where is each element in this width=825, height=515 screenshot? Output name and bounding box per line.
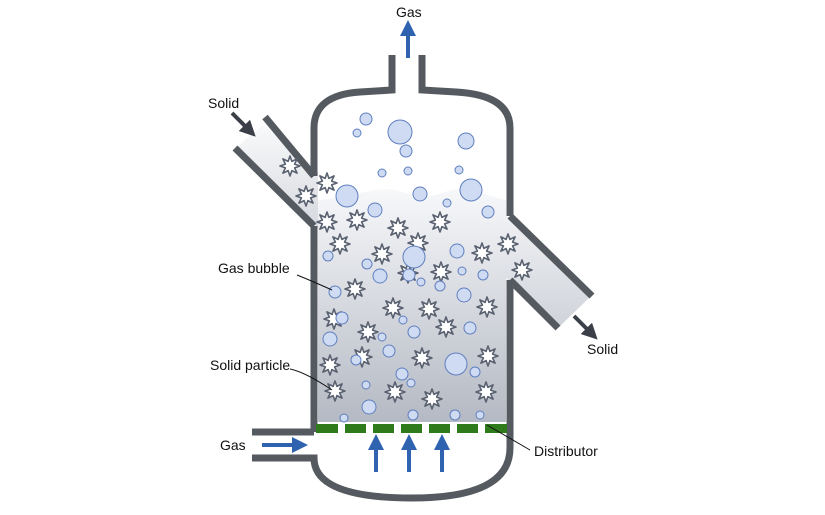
gas-bubble-icon: [402, 245, 426, 269]
solid-in-arrow: [230, 111, 256, 137]
gas-bubble-icon: [387, 119, 413, 145]
solid-particle-icon: [316, 172, 338, 194]
gas-bubble-icon: [406, 378, 416, 388]
gas-bubble-icon: [444, 352, 468, 376]
gas-bubble-icon: [442, 198, 452, 208]
solid-outlet-label: Solid: [587, 341, 619, 357]
solid-particle-icon: [319, 354, 341, 376]
solid-particle-icon: [511, 259, 533, 281]
gas-bubble-icon: [377, 168, 387, 178]
solid-out-arrow: [572, 314, 598, 340]
gas-bubble-icon: [399, 144, 413, 158]
gas-outlet-label: Gas: [396, 4, 422, 20]
gas-bubbles: [322, 112, 495, 423]
gas-inlet-label: Gas: [220, 437, 246, 453]
solid-particle-icon: [357, 321, 379, 343]
gas-bubble-icon: [475, 410, 485, 420]
gas-bubble-icon: [335, 184, 359, 208]
solid-particle-icon: [329, 233, 351, 255]
solid-particle-icon: [421, 388, 443, 410]
gas-bubble-icon: [350, 354, 362, 366]
distributor-label: Distributor: [534, 443, 598, 459]
solid-particle-icon: [477, 345, 499, 367]
solid-particle-icon: [418, 298, 440, 320]
gas-bubble-icon: [477, 269, 489, 281]
solid-particle-icon: [435, 316, 457, 338]
gas-bubble-icon: [402, 268, 416, 282]
gas-bubble-icon: [382, 344, 396, 358]
gas-bubble-icon: [457, 266, 467, 276]
solid-particle-label: Solid particle: [210, 357, 291, 373]
upflow-arrows: [368, 434, 450, 472]
solid-particle-icon: [475, 381, 497, 403]
gas-bubble-icon: [372, 268, 388, 284]
solid-particle-icon: [295, 185, 317, 207]
distributor-segment: [457, 424, 478, 433]
distributor-segment: [429, 424, 450, 433]
solid-particle-icon: [430, 261, 452, 283]
gas-bubble-icon: [322, 331, 338, 347]
solid-particle-icon: [344, 278, 366, 300]
gas-bubble-icon: [335, 311, 349, 325]
solid-particle-icon: [371, 243, 393, 265]
gas-bubble-icon: [449, 409, 461, 421]
solid-particle-icon: [316, 211, 338, 233]
solid-particle-icon: [384, 381, 406, 403]
gas-bubble-icon: [359, 112, 373, 126]
gas-bubble-icon: [454, 165, 464, 175]
gas-bubble-icon: [407, 325, 421, 339]
distributor-segment: [401, 424, 422, 433]
solid-particle-icon: [346, 209, 368, 231]
gas-bubble-icon: [361, 258, 373, 270]
distributor-plate: [316, 424, 507, 433]
distributor-segment: [373, 424, 394, 433]
leader-lines: [289, 274, 531, 451]
solid-particle-icon: [279, 155, 301, 177]
gas-bubble-icon: [339, 413, 349, 423]
solid-particle-icon: [476, 296, 498, 318]
gas-bubble-icon: [416, 277, 426, 287]
gas-bubble-icon: [395, 367, 409, 381]
gas-bubble-icon: [449, 243, 465, 259]
solid-inlet-label: Solid: [208, 95, 240, 111]
gas-bubble-icon: [481, 205, 495, 219]
gas-bubble-icon: [352, 128, 362, 138]
distributor-segment: [316, 424, 338, 433]
gas-bubble-icon: [367, 202, 383, 218]
gas-bubble-icon: [457, 132, 475, 150]
gas-bubble-label: Gas bubble: [218, 260, 290, 276]
gas-bubble-icon: [407, 409, 419, 421]
gas-bubble-icon: [328, 285, 342, 299]
distributor-segment: [345, 424, 366, 433]
gas-bubble-icon: [412, 186, 428, 202]
gas-bubble-icon: [463, 321, 477, 335]
solid-particle-icon: [497, 233, 519, 255]
gas-bubble-icon: [459, 178, 483, 202]
distributor-segment: [485, 424, 507, 433]
solid-particle-icon: [471, 242, 493, 264]
solid-particle-icon: [387, 217, 409, 239]
gas-bubble-icon: [361, 380, 371, 390]
gas-bubble-icon: [361, 399, 377, 415]
gas-bubble-icon: [322, 250, 334, 262]
gas-bubble-icon: [469, 366, 481, 378]
solid-particle-icon: [324, 380, 346, 402]
gas-bubble-icon: [403, 166, 413, 176]
vessel-walls: [232, 55, 595, 502]
gas-bubble-icon: [398, 315, 408, 325]
gas-bubble-icon: [434, 280, 446, 292]
fluidized-bed: [318, 189, 590, 422]
solid-particle-icon: [411, 347, 433, 369]
solid-particle-icon: [429, 211, 451, 233]
inlet-bed-fill: [238, 120, 318, 228]
gas-bubble-icon: [456, 287, 472, 303]
gas-bubble-icon: [377, 332, 387, 342]
solid-particle-icon: [382, 297, 404, 319]
